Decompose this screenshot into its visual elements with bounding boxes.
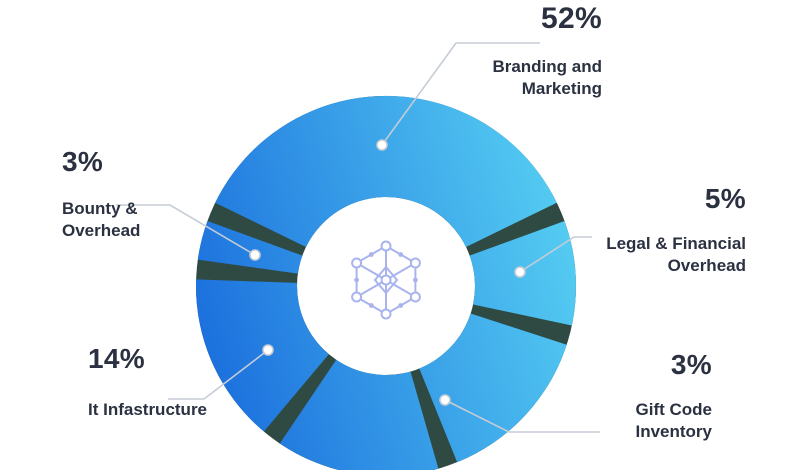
percentage-value: 3% (670, 349, 712, 380)
donut-slices (195, 95, 576, 470)
leader-line (381, 42, 540, 146)
percentage-value: 14% (88, 343, 145, 374)
callout-it-infrastructure: 14% It Infastructure (88, 343, 207, 421)
network-hexagon-icon (351, 240, 421, 320)
segment-label-line: It Infastructure (88, 400, 208, 419)
donut-slice (215, 95, 557, 247)
segment-label-line: Marketing (521, 79, 602, 99)
percentage-value: 52% (541, 2, 602, 35)
donut-slice (419, 313, 567, 463)
callout-dot (249, 249, 261, 261)
leader-line (168, 349, 269, 400)
callout-dot (376, 139, 388, 151)
segment-label-line: Bounty & (62, 199, 138, 218)
segment-label-line: Overhead (667, 256, 746, 276)
callout-gift-code: 3% Gift Code Inventory (635, 349, 712, 444)
segment-label: Bounty & Overhead (62, 198, 140, 243)
callout-dot (514, 266, 526, 278)
segment-label-line: Gift Code (635, 400, 713, 419)
leader-line (519, 236, 592, 273)
donut-slice (279, 359, 439, 470)
segment-label-line: Branding and (492, 57, 602, 76)
donut-slice (195, 279, 329, 432)
percentage-value: 3% (62, 146, 104, 177)
callout-legal: 5% Legal & Financial Overhead (606, 183, 746, 278)
leader-line (116, 204, 256, 256)
percentage-value: 5% (704, 183, 746, 214)
segment-label: Legal & Financial Overhead (606, 233, 746, 278)
segment-label-line: Inventory (635, 422, 712, 442)
callout-branding: 52% Branding and Marketing (492, 2, 602, 101)
segment-label: It Infastructure (88, 399, 207, 421)
leader-line (444, 399, 600, 433)
donut-slice (197, 221, 303, 274)
segment-label-line: Overhead (62, 221, 141, 241)
segment-label: Gift Code Inventory (635, 399, 712, 444)
segment-label: Branding and Marketing (492, 56, 602, 101)
segment-label-line: Legal & Financial (606, 234, 746, 253)
callout-bounty: 3% Bounty & Overhead (62, 146, 140, 243)
callout-dot (262, 344, 274, 356)
leader-lines (116, 42, 600, 433)
callout-dot (439, 394, 451, 406)
